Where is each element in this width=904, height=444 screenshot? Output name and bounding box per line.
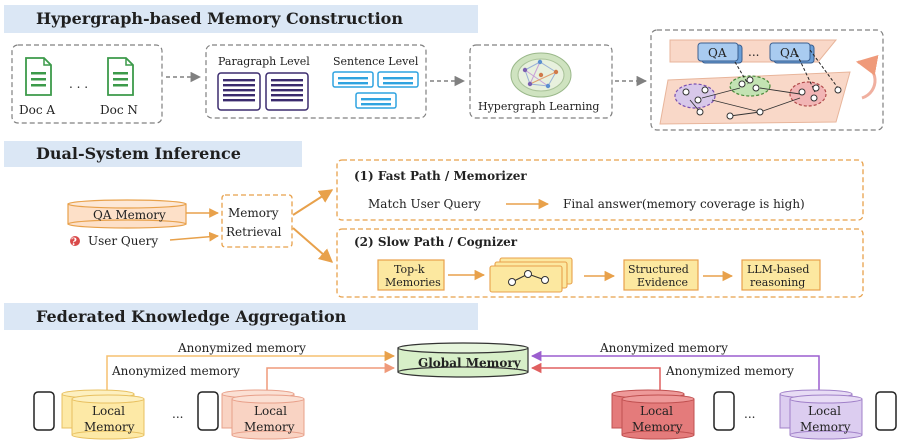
arrow-query-to-retrieval [169,231,219,242]
arrow-local4-to-global [530,350,820,392]
fast-path-title: (1) Fast Path / Memorizer [354,169,527,183]
local-ellipsis-right: ... [744,407,755,421]
phone-icon-2 [197,391,219,431]
anon-memory-label-2: Anonymized memory [111,364,240,378]
qa-label-left: QA [708,46,727,60]
section-title-inference: Dual-System Inference [36,144,241,163]
match-user-query-label: Match User Query [368,197,481,211]
llm-line1: LLM-based [747,263,809,276]
phone-icon-3 [713,391,735,431]
svg-text:?: ? [71,237,77,248]
local-ellipsis-left: ... [172,407,183,421]
section-bar-construction [4,5,478,33]
memory-retrieval-box [221,194,293,248]
arrow-local2-to-global [266,362,396,392]
sentence-level-label: Sentence Level [333,55,419,68]
llm-line2: reasoning [750,276,805,289]
section-inference: Dual-System Inference QA Memory ? User Q… [4,141,864,298]
memory-retrieval-line2: Retrieval [226,225,282,239]
local-memory-cylinder-3 [611,389,695,440]
qa-memory-label: QA Memory [93,208,166,222]
local-memory-cylinder-1 [61,389,145,440]
local-memory-4-line1: Local [808,404,841,418]
section-construction: Hypergraph-based Memory Construction . .… [4,5,884,131]
user-query-icon: ? [70,236,80,248]
qa-memory-cylinder [67,199,187,229]
topk-line1: Top-k [394,263,425,276]
qa-card-right [769,42,815,64]
local-memory-1-line1: Local [92,404,125,418]
topk-line2: Memories [385,276,441,289]
arrow-local1-to-global [106,350,396,392]
global-memory-label: Global Memory [418,356,522,370]
phone-icon-4 [875,391,897,431]
anon-memory-label-1: Anonymized memory [177,341,306,355]
arrow-local3-to-global [530,362,661,392]
qa-ellipsis: ... [748,45,759,59]
phone-icon-1 [33,391,55,431]
anon-memory-label-4: Anonymized memory [665,364,794,378]
paragraph-level-label: Paragraph Level [218,55,310,68]
doc-a-label: Doc A [19,103,55,117]
global-memory-cylinder [397,342,529,378]
arrow-to-fast-path [292,189,334,216]
subgraph-stack-icon [489,257,573,293]
section-bar-federated [4,303,478,330]
paragraph-icons [217,72,309,111]
section-bar-inference [4,141,302,167]
hypergraph-learning-label: Hypergraph Learning [478,100,599,113]
user-query-label: User Query [88,234,158,248]
hypergraph-memory-graph [674,49,842,120]
refresh-loop-arrow [855,55,879,100]
local-memory-1-line2: Memory [84,420,135,434]
local-memory-3-line1: Local [640,404,673,418]
llm-reasoning-box [741,259,821,291]
local-memory-4-line2: Memory [800,420,851,434]
anon-memory-label-3: Anonymized memory [599,341,728,355]
hypergraph-learning-icon [510,52,572,98]
sentence-icons [332,71,419,109]
local-memory-2-line2: Memory [244,420,295,434]
fast-path-box [336,159,864,221]
final-answer-label: Final answer(memory coverage is high) [563,197,805,211]
section-title-federated: Federated Knowledge Aggregation [36,307,347,326]
arrow-to-slow-path [292,227,334,263]
doc-a-icon [25,57,52,96]
slow-path-title: (2) Slow Path / Cognizer [354,235,518,249]
section-federated: Federated Knowledge Aggregation Global M… [4,303,897,440]
structured-line2: Evidence [637,276,688,289]
section-title-construction: Hypergraph-based Memory Construction [36,9,403,28]
doc-n-label: Doc N [100,103,138,117]
doc-n-icon [107,57,134,96]
local-memory-cylinder-4 [779,389,863,440]
local-memory-cylinder-2 [221,389,305,440]
topk-memories-box [377,259,445,291]
local-memory-2-line1: Local [254,404,287,418]
qa-label-right: QA [780,46,799,60]
qa-card-left [697,42,743,64]
structured-line1: Structured [628,263,689,276]
memory-retrieval-line1: Memory [228,206,279,220]
structured-evidence-box [623,259,699,291]
local-memory-3-line2: Memory [632,420,683,434]
docs-ellipsis: . . . [69,77,88,91]
